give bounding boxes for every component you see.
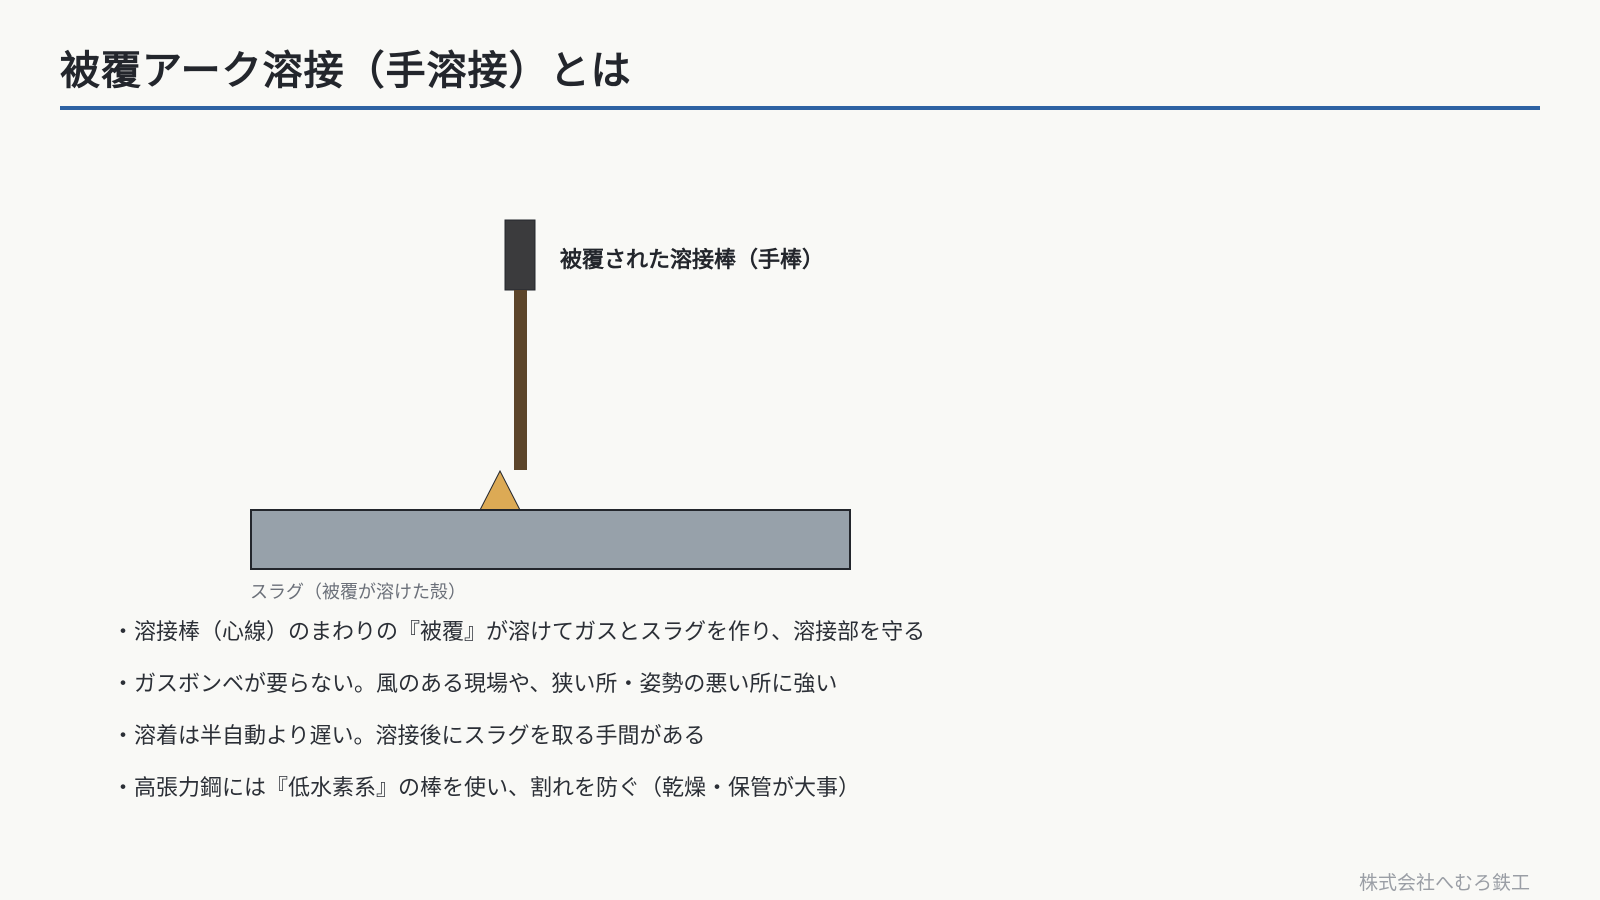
title-underline	[60, 106, 1540, 110]
bullet-item: ・溶接棒（心線）のまわりの『被覆』が溶けてガスとスラグを作り、溶接部を守る	[112, 620, 926, 645]
slide-title: 被覆アーク溶接（手溶接）とは	[60, 48, 632, 94]
bullet-list: ・溶接棒（心線）のまわりの『被覆』が溶けてガスとスラグを作り、溶接部を守る ・ガ…	[112, 620, 925, 828]
company-footer: 株式会社へむろ鉄工	[1358, 872, 1530, 894]
bullet-item: ・ガスボンベが要らない。風のある現場や、狭い所・姿勢の悪い所に強い	[112, 672, 838, 697]
bullet-item: ・高張力鋼には『低水素系』の棒を使い、割れを防ぐ（乾燥・保管が大事）	[112, 776, 861, 801]
electrode-holder	[504, 219, 536, 291]
slag-label: スラグ（被覆が溶けた殻）	[250, 582, 466, 603]
electrode-label: 被覆された溶接棒（手棒）	[560, 248, 825, 273]
electrode-rod	[514, 290, 527, 470]
arc-triangle	[479, 469, 521, 511]
bullet-item: ・溶着は半自動より遅い。溶接後にスラグを取る手間がある	[112, 724, 706, 749]
base-metal-plate	[250, 509, 851, 570]
